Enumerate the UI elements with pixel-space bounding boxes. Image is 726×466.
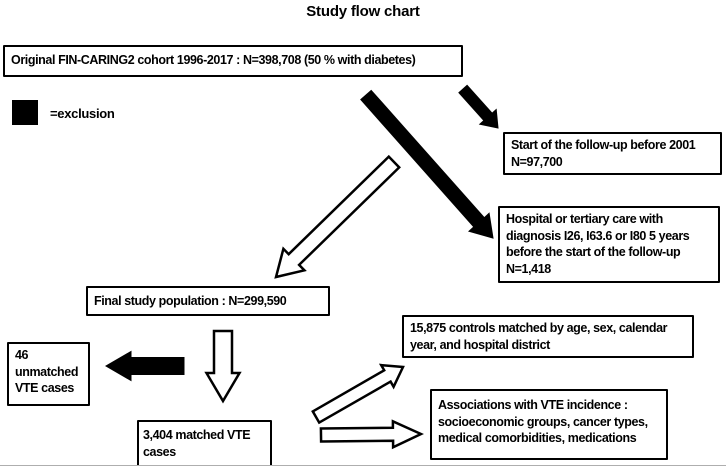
node-hospital-tertiary-care: Hospital or tertiary care with diagnosis… — [498, 206, 720, 283]
arrow-matched_vte-to-controls — [311, 363, 405, 425]
node-unmatched-vte-cases: 46 unmatched VTE cases — [7, 342, 90, 406]
legend-label: =exclusion — [50, 106, 115, 121]
node-original-cohort: Original FIN-CARING2 cohort 1996-2017 : … — [3, 45, 463, 77]
chart-title: Study flow chart — [306, 3, 420, 20]
node-matched-vte-cases: 3,404 matched VTE cases — [137, 420, 272, 466]
node-final-study-population: Final study population : N=299,590 — [86, 286, 330, 316]
arrow-matched_vte-to-associations — [319, 419, 424, 450]
node-associations-vte-incidence: Associations with VTE incidence : socioe… — [430, 389, 668, 460]
legend: =exclusion — [12, 100, 115, 125]
arrow-final_population-to-unmatched_vte-exclusion — [105, 350, 185, 382]
arrow-final_population-to-matched_vte — [204, 329, 242, 404]
node-matched-controls: 15,875 controls matched by age, sex, cal… — [402, 315, 694, 358]
node-followup-before-2001: Start of the follow-up before 2001 N=97,… — [503, 132, 722, 175]
arrow-cohort-to-hospital_tertiary-exclusion — [360, 89, 494, 239]
arrow-cohort-to-followup_before_2001-exclusion — [458, 84, 499, 129]
arrow-cohort-to-final_population — [274, 154, 401, 279]
exclusion-swatch-icon — [12, 100, 38, 125]
